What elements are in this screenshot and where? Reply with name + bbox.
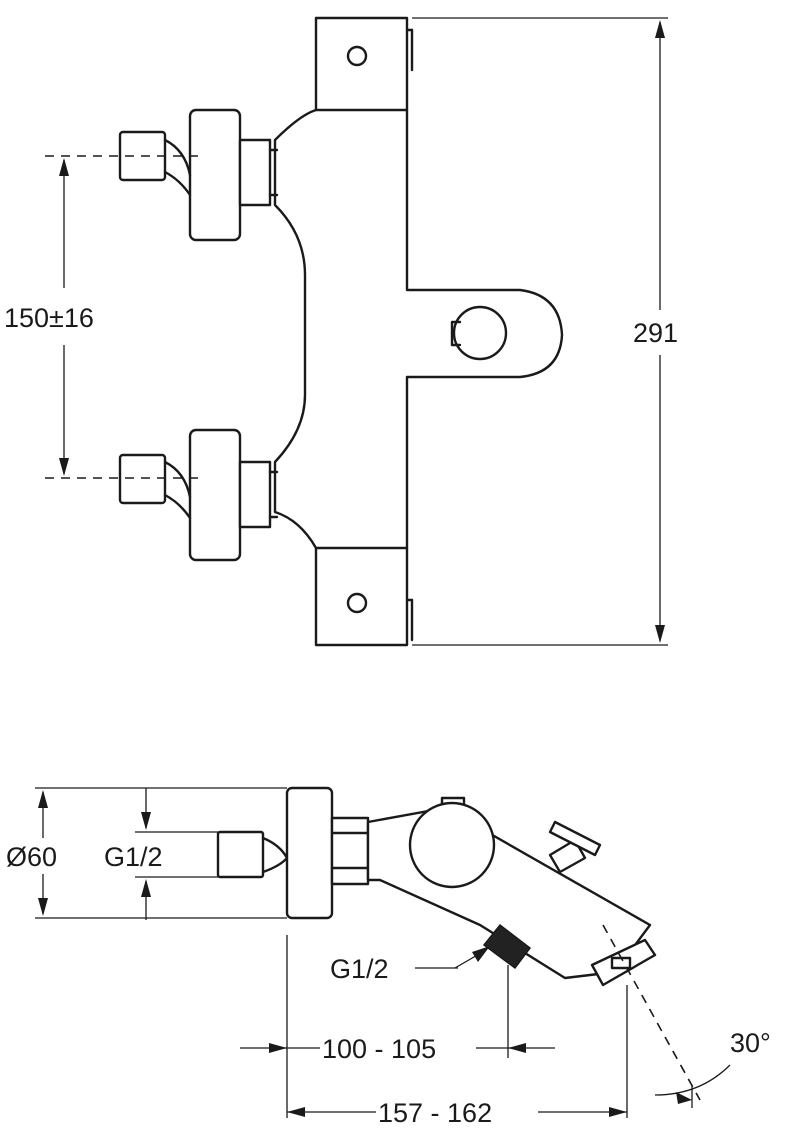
outlet-thread-label: G1/2 <box>330 954 389 984</box>
side-view: G1/2 Ø60 G1/2 100 - 105 <box>6 786 771 1128</box>
flange <box>285 786 334 920</box>
inlet-upper <box>118 108 279 242</box>
inlet-spacing-label: 150±16 <box>4 303 94 333</box>
flange-diameter-label: Ø60 <box>6 842 57 872</box>
total-projection-label: 157 - 162 <box>378 1098 492 1128</box>
front-view: 150±16 291 <box>4 16 678 647</box>
mounting-hole-top <box>346 45 368 67</box>
inlet-thread-label: G1/2 <box>104 842 163 872</box>
inlet-to-outlet-label: 100 - 105 <box>322 1034 436 1064</box>
overall-height-label: 291 <box>633 318 678 348</box>
diverter-knob <box>452 305 508 361</box>
spout-angle-label: 30° <box>730 1028 771 1058</box>
inlet-lower <box>118 428 279 562</box>
mixer-body-front <box>273 16 564 647</box>
handshower-connector <box>482 923 532 970</box>
mounting-hole-bottom <box>346 592 368 614</box>
